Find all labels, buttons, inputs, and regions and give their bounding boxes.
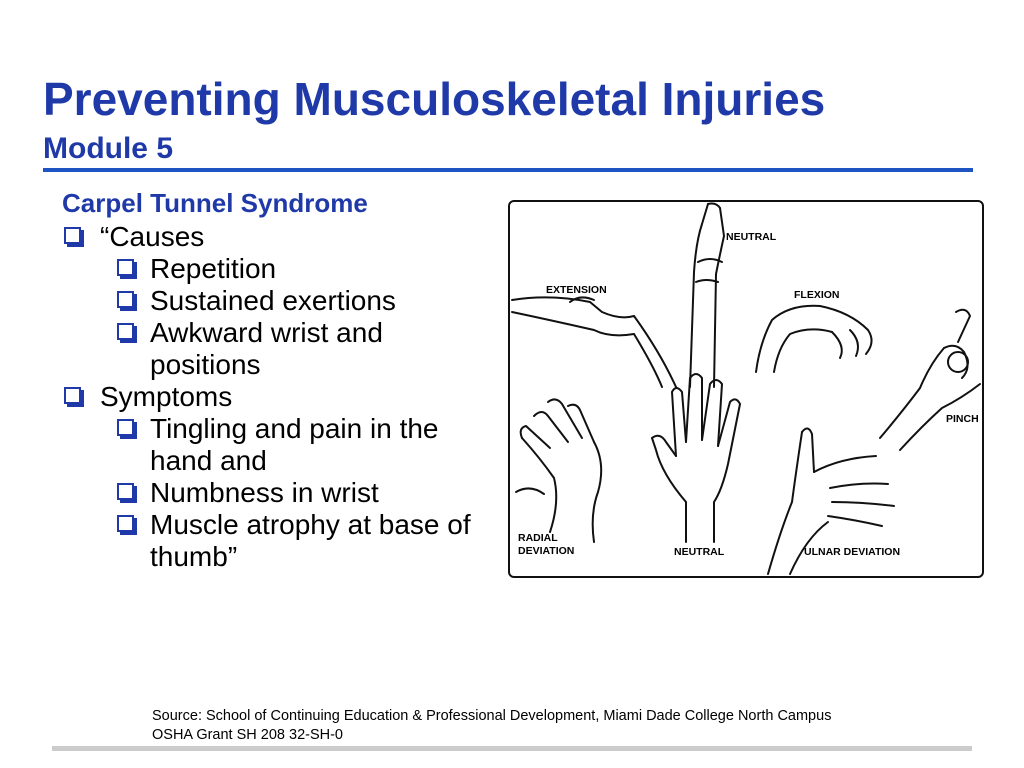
- label-neutral-top: NEUTRAL: [726, 231, 777, 243]
- bullet-text: Muscle atrophy at base of thumb”: [150, 509, 471, 572]
- bullet-content: Carpel Tunnel Syndrome “Causes Repetitio…: [62, 188, 482, 573]
- ulnar-deviation-hand-drawing: [767, 427, 895, 575]
- checkbox-bullet-icon: [64, 387, 81, 404]
- source-line-1: Source: School of Continuing Education &…: [152, 708, 832, 724]
- section-heading: Carpel Tunnel Syndrome: [62, 188, 368, 218]
- label-extension: EXTENSION: [546, 284, 607, 296]
- checkbox-bullet-icon: [117, 323, 134, 340]
- checkbox-bullet-icon: [64, 227, 81, 244]
- bullet-text: Sustained exertions: [150, 285, 396, 316]
- bullet-text: Awkward wrist and positions: [150, 317, 383, 380]
- hand-illustrations: NEUTRAL EXTENSION FLEXION PINCH RADIAL D…: [511, 202, 981, 575]
- pinch-hand-drawing: [879, 308, 981, 451]
- label-flexion: FLEXION: [794, 289, 840, 301]
- sub-bullet-muscle-atrophy: Muscle atrophy at base of thumb”: [62, 509, 482, 573]
- footer-divider: [52, 746, 972, 751]
- flexion-hand-drawing: [755, 304, 873, 373]
- bullet-symptoms: Symptoms: [62, 381, 482, 413]
- source-line-2: OSHA Grant SH 208 32-SH-0: [152, 727, 343, 743]
- sub-bullet-sustained-exertions: Sustained exertions: [62, 285, 482, 317]
- sub-bullet-repetition: Repetition: [62, 253, 482, 285]
- bullet-text: Numbness in wrist: [150, 477, 379, 508]
- sub-bullet-tingling: Tingling and pain in the hand and: [62, 413, 482, 477]
- page-title: Preventing Musculoskeletal Injuries: [43, 73, 826, 125]
- checkbox-bullet-icon: [117, 259, 134, 276]
- neutral-palm-drawing: [651, 373, 741, 543]
- source-citation: Source: School of Continuing Education &…: [152, 707, 831, 745]
- label-radial-deviation-line1: RADIAL: [518, 532, 558, 544]
- label-radial-deviation-line2: DEVIATION: [518, 545, 574, 557]
- bullet-text: Tingling and pain in the hand and: [150, 413, 447, 476]
- bullet-text: “Causes: [100, 221, 205, 252]
- radial-deviation-hand-drawing: [515, 398, 603, 543]
- bullet-causes: “Causes: [62, 221, 482, 253]
- sub-bullet-awkward-wrist: Awkward wrist and positions: [62, 317, 482, 381]
- neutral-arm-drawing: [689, 202, 725, 388]
- checkbox-bullet-icon: [117, 483, 134, 500]
- bullet-text: Symptoms: [100, 381, 233, 412]
- page-subtitle: Module 5: [43, 132, 174, 165]
- title-divider: [43, 168, 973, 172]
- sub-bullet-numbness: Numbness in wrist: [62, 477, 482, 509]
- label-pinch: PINCH: [946, 413, 979, 425]
- bullet-list: “Causes Repetition Sustained exertions A…: [62, 221, 482, 573]
- label-neutral-bottom: NEUTRAL: [674, 546, 725, 558]
- checkbox-bullet-icon: [117, 419, 134, 436]
- extension-hand-drawing: [511, 296, 677, 388]
- checkbox-bullet-icon: [117, 291, 134, 308]
- wrist-positions-figure: NEUTRAL EXTENSION FLEXION PINCH RADIAL D…: [508, 200, 984, 578]
- bullet-text: Repetition: [150, 253, 277, 284]
- label-ulnar-deviation: ULNAR DEVIATION: [804, 546, 900, 558]
- checkbox-bullet-icon: [117, 515, 134, 532]
